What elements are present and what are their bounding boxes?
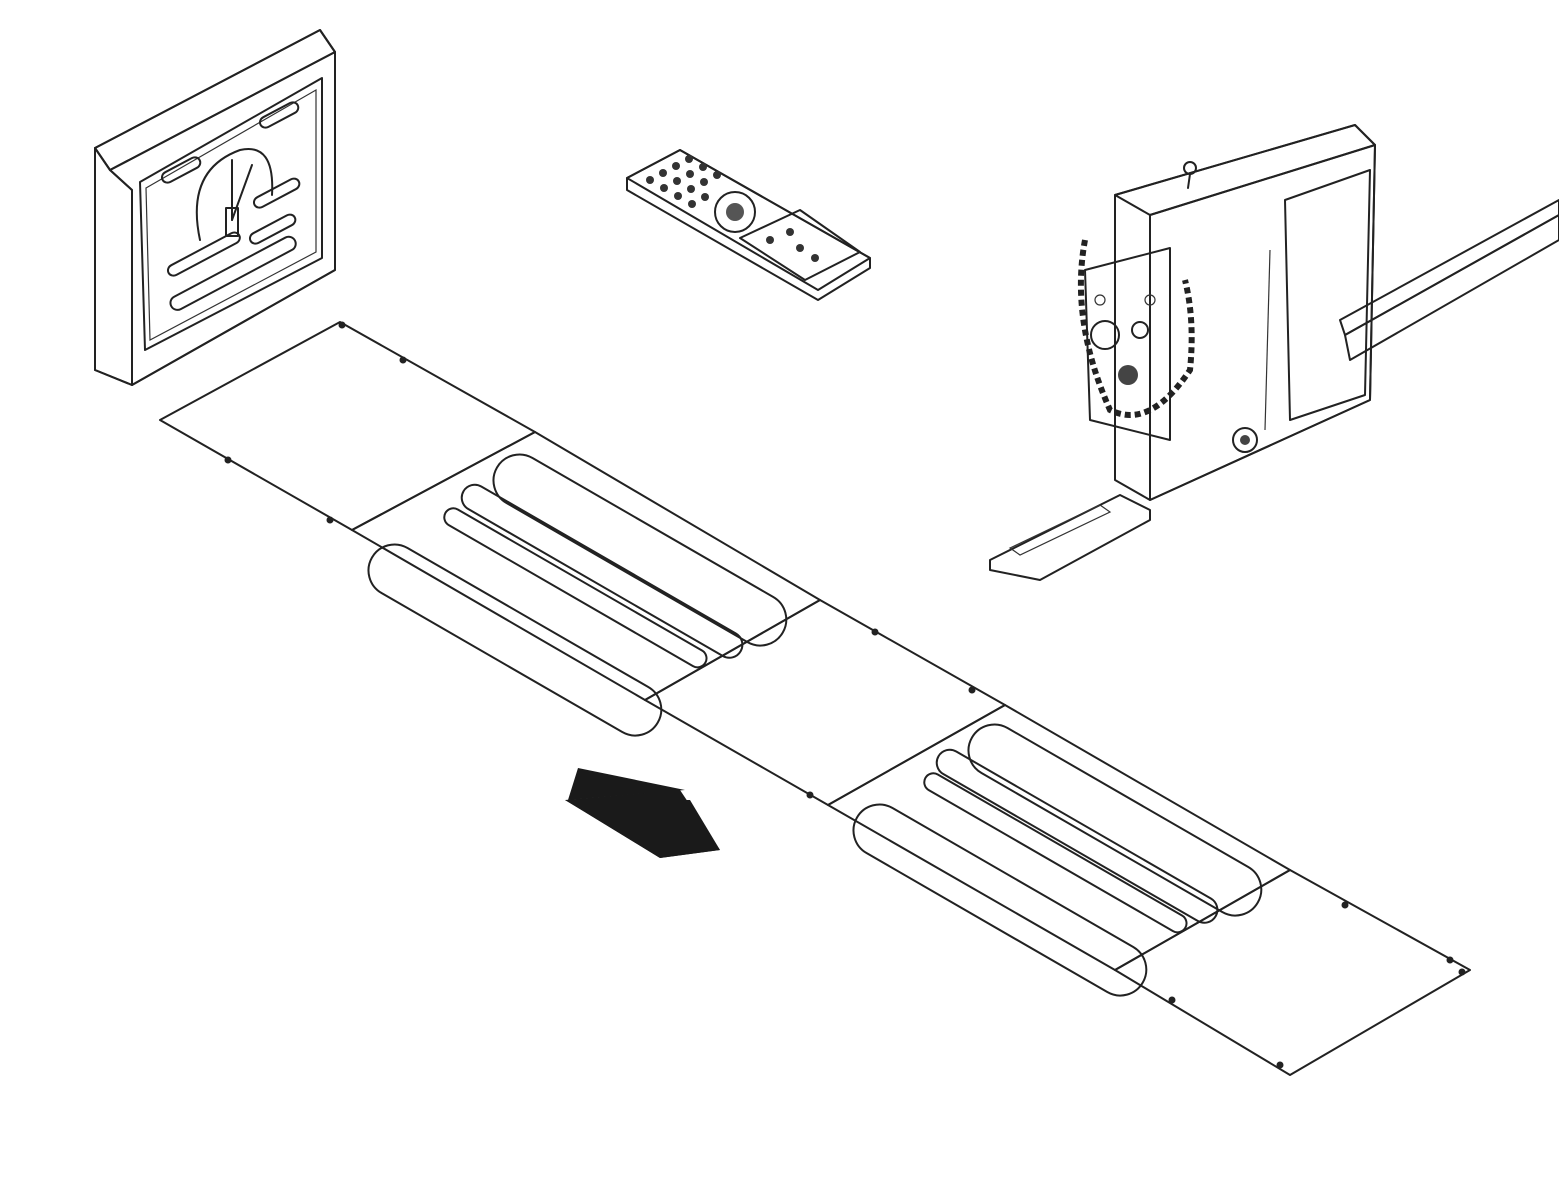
- driving-direction-arrow-icon: [565, 768, 720, 858]
- roller-set-front-icon: [159, 321, 1006, 806]
- gauge-icon: [195, 147, 274, 241]
- towing-unit-icon: [989, 124, 1559, 581]
- display-board-icon: [94, 29, 336, 386]
- screw-icons: [224, 321, 1466, 1069]
- remote-control-icon: [626, 149, 871, 301]
- roller-set-rear-icon: [827, 704, 1471, 1076]
